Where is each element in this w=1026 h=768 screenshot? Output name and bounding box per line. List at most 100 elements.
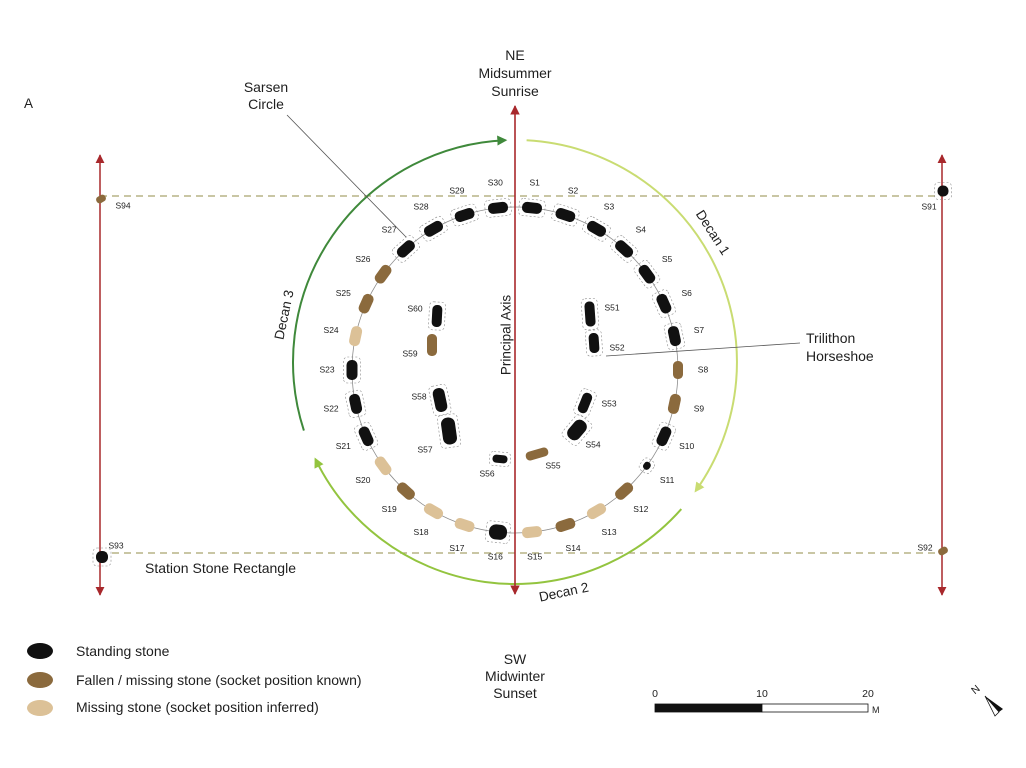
stone-socket-outline — [651, 421, 676, 451]
legend-standing-label: Standing stone — [76, 643, 170, 659]
stone-label-s28: S28 — [413, 201, 428, 211]
stone-label-s29: S29 — [449, 185, 464, 195]
stone-body — [488, 524, 508, 540]
stone-body — [588, 332, 600, 354]
stone-body — [96, 551, 108, 563]
stone-socket-outline — [343, 356, 361, 384]
north-arrow-light-half — [984, 695, 1000, 717]
stone-body — [487, 201, 509, 214]
trilithon-horseshoe-label-line-1: Trilithon — [806, 330, 855, 346]
stone-label-s22: S22 — [324, 403, 339, 413]
stone-label-s4: S4 — [636, 225, 647, 235]
stone-label-s59: S59 — [402, 348, 417, 358]
stone-s58 — [428, 383, 452, 417]
stone-body — [431, 304, 443, 328]
ne-label-line-2: Midsummer — [478, 65, 551, 81]
stone-body — [349, 393, 363, 414]
stone-body — [432, 388, 448, 412]
stone-label-s20: S20 — [355, 475, 370, 485]
stone-label-s19: S19 — [382, 504, 397, 514]
stone-body — [358, 426, 374, 447]
stone-s2 — [551, 203, 580, 227]
stone-s19 — [396, 482, 415, 500]
stone-s5 — [633, 259, 661, 289]
stone-body — [656, 293, 672, 314]
sarsen-circle-callout-line — [286, 114, 407, 238]
stone-body — [454, 517, 475, 533]
legend-fallen-swatch — [27, 672, 53, 688]
stone-label-s23: S23 — [319, 364, 334, 374]
stone-body — [567, 419, 587, 441]
sw-label-line-1: SW — [504, 651, 527, 667]
stone-body — [673, 361, 683, 379]
stone-socket-outline — [633, 259, 661, 289]
stone-s25 — [358, 293, 374, 314]
stone-s94 — [96, 194, 106, 204]
stone-socket-outline — [551, 203, 580, 227]
stone-label-s51: S51 — [604, 302, 619, 312]
stone-socket-outline — [428, 383, 452, 417]
stone-body — [441, 417, 457, 445]
stone-s17 — [454, 517, 475, 533]
stone-s29 — [450, 203, 479, 227]
sarsen-circle-stones: S1S2S3S4S5S6S7S8S9S10S11S12S13S14S15S16S… — [319, 177, 708, 561]
stone-s22 — [345, 389, 367, 418]
stone-body — [96, 194, 106, 204]
stone-label-s17: S17 — [449, 543, 464, 553]
stone-s27 — [391, 235, 420, 263]
stone-s59 — [427, 334, 437, 356]
stone-body — [521, 201, 543, 214]
stone-body — [555, 207, 576, 223]
stone-s24 — [349, 326, 363, 347]
stone-body — [938, 546, 948, 556]
stone-s3 — [582, 216, 611, 242]
stone-socket-outline — [651, 289, 676, 319]
scale-unit: M — [872, 705, 880, 715]
stone-label-s10: S10 — [679, 441, 694, 451]
stone-body — [615, 240, 634, 258]
stone-label-s24: S24 — [324, 325, 339, 335]
stone-label-s57: S57 — [417, 444, 432, 454]
stone-label-s6: S6 — [681, 288, 692, 298]
panel-label: A — [24, 96, 33, 111]
stone-label-s92: S92 — [917, 542, 932, 552]
stone-body — [396, 240, 415, 258]
ne-label-line-1: NE — [505, 47, 524, 63]
stone-label-s60: S60 — [407, 303, 422, 313]
stone-label-s2: S2 — [568, 185, 579, 195]
principal-axis-label: Principal Axis — [499, 295, 514, 376]
stone-body — [937, 185, 949, 197]
stone-label-s30: S30 — [488, 177, 503, 187]
stone-s9 — [667, 393, 681, 414]
stone-body — [642, 461, 651, 470]
scale-bar: 0 10 20 M — [652, 688, 879, 715]
stone-socket-outline — [354, 421, 379, 451]
stone-s8 — [673, 361, 683, 379]
stone-socket-outline — [934, 182, 952, 200]
stone-body — [492, 454, 508, 464]
stone-label-s5: S5 — [662, 254, 673, 264]
stone-socket-outline — [437, 413, 461, 449]
north-arrow-dark-half — [985, 696, 1003, 712]
stone-label-s14: S14 — [566, 543, 581, 553]
stone-body — [374, 456, 392, 476]
sw-label-line-2: Midwinter — [485, 668, 545, 684]
scale-tick-10: 10 — [756, 688, 768, 700]
stone-socket-outline — [92, 547, 112, 567]
stone-body — [427, 334, 437, 356]
stone-body — [586, 220, 607, 237]
legend: Standing stone Fallen / missing stone (s… — [27, 643, 362, 716]
stone-s1 — [518, 198, 546, 218]
stone-s53 — [573, 388, 597, 418]
trilithon-horseshoe-label-line-2: Horseshoe — [806, 348, 874, 364]
stone-s21 — [354, 421, 379, 451]
stone-s4 — [610, 235, 639, 263]
scale-bar-black-segment — [654, 703, 763, 713]
stone-socket-outline — [419, 216, 448, 242]
stone-socket-outline — [345, 389, 367, 418]
scale-tick-20: 20 — [862, 688, 874, 700]
stone-label-s7: S7 — [694, 325, 705, 335]
legend-inferred-label: Missing stone (socket position inferred) — [76, 699, 319, 715]
stone-label-s21: S21 — [336, 441, 351, 451]
